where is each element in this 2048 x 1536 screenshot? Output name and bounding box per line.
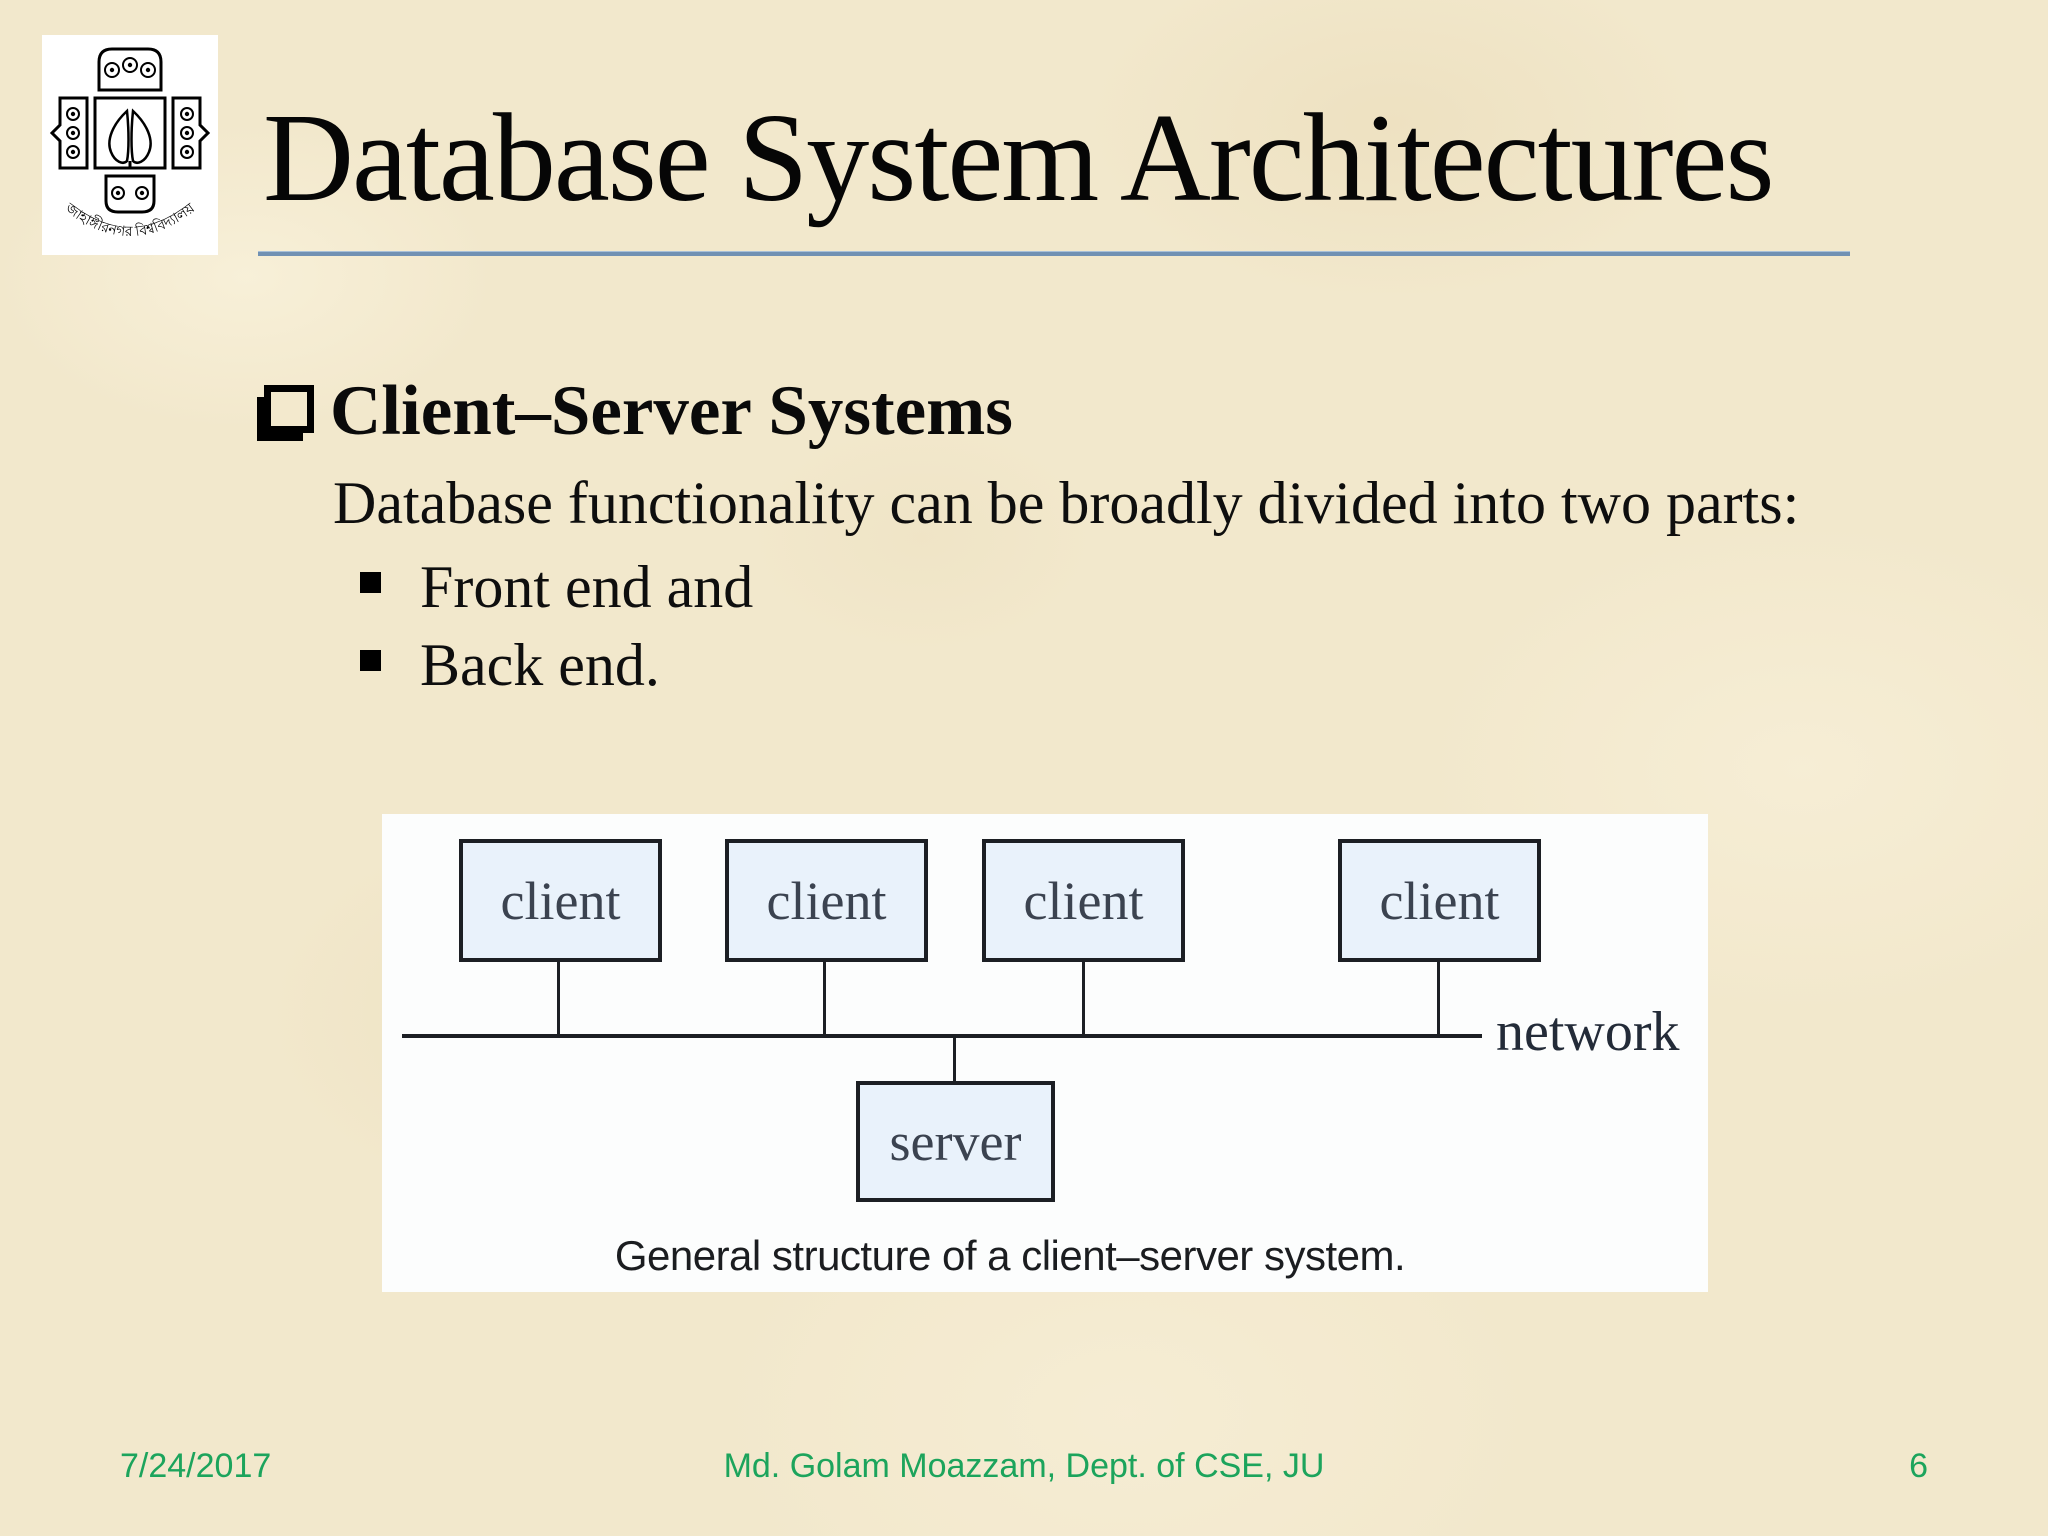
- network-label: network: [1496, 1001, 1680, 1063]
- university-emblem-icon: জাহাঙ্গীরনগর বিশ্ববিদ্যালয়: [49, 47, 211, 240]
- client-node: client: [982, 839, 1185, 962]
- shadowed-square-bullet-icon: [264, 385, 314, 433]
- footer-page-number: 6: [1909, 1447, 1928, 1485]
- connector-line: [953, 1037, 956, 1083]
- title-underline: [258, 251, 1850, 256]
- client-node: client: [1338, 839, 1541, 962]
- section-heading: Client–Server Systems: [330, 372, 1013, 450]
- connector-line: [557, 960, 560, 1037]
- footer-credit: Md. Golam Moazzam, Dept. of CSE, JU: [723, 1447, 1325, 1485]
- bullet-item: Back end.: [420, 632, 660, 698]
- bullet-item: Front end and: [420, 554, 754, 620]
- client-node: client: [459, 839, 662, 962]
- intro-text: Database functionality can be broadly di…: [333, 470, 1800, 536]
- square-bullet-icon: [360, 572, 381, 593]
- connector-line: [1437, 960, 1440, 1037]
- network-bus-line: [402, 1034, 1482, 1038]
- connector-line: [1082, 960, 1085, 1037]
- diagram-caption: General structure of a client–server sys…: [614, 1232, 1406, 1279]
- logo-caption-text: জাহাঙ্গীরনগর বিশ্ববিদ্যালয়: [61, 201, 198, 240]
- page-title: Database System Architectures: [263, 89, 1774, 228]
- client-node: client: [725, 839, 928, 962]
- server-node: server: [856, 1081, 1055, 1202]
- connector-line: [823, 960, 826, 1037]
- square-bullet-icon: [360, 650, 381, 671]
- university-logo: জাহাঙ্গীরনগর বিশ্ববিদ্যালয়: [42, 35, 218, 255]
- footer-date: 7/24/2017: [120, 1447, 272, 1485]
